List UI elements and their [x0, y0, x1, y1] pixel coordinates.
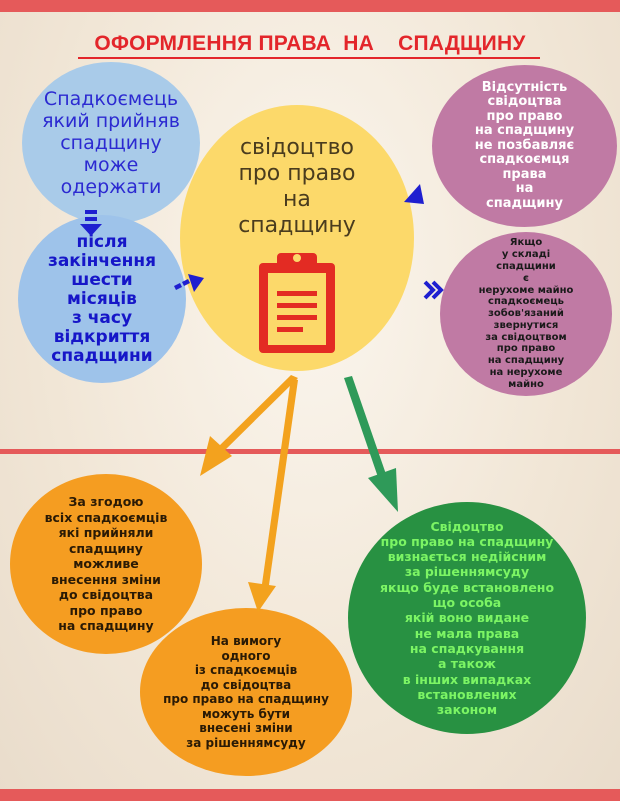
- page-title: ОФОРМЛЕННЯ ПРАВА НА СПАДЩИНУ: [94, 32, 526, 55]
- bottom-red-bar: [0, 789, 620, 801]
- node-demand-text: На вимогу одного із спадкоємців до свідо…: [163, 634, 329, 750]
- node-absence-text: Відсутність свідоцтва про право на спадщ…: [474, 79, 575, 211]
- arrow-to-invalid: [344, 376, 398, 512]
- node-after-six-months: після закінчення шести місяців з часу ві…: [18, 215, 186, 383]
- node-heir-text: Спадкоємець який прийняв спадщину може о…: [42, 88, 180, 198]
- node-absence-of-certificate: Відсутність свідоцтва про право на спадщ…: [432, 65, 617, 227]
- arrow-to-real-estate: [423, 280, 444, 300]
- node-demand-change: На вимогу одного із спадкоємців до свідо…: [140, 608, 352, 776]
- node-certificate: свідоцтво про право на спадщину: [180, 105, 414, 371]
- node-consent-change: За згодою всіх спадкоємців які прийняли …: [10, 474, 202, 654]
- node-heir: Спадкоємець який прийняв спадщину може о…: [22, 62, 200, 224]
- node-consent-text: За згодою всіх спадкоємців які прийняли …: [44, 494, 168, 634]
- node-invalid-text: Свідоцтво про право на спадщину визнаєть…: [379, 518, 555, 718]
- middle-red-divider: [0, 449, 620, 454]
- arrow-to-consent: [200, 375, 298, 476]
- node-after-six-months-text: після закінчення шести місяців з часу ві…: [47, 231, 157, 366]
- clipboard-document-icon: [259, 253, 335, 353]
- title-underline: [78, 57, 540, 59]
- arrow-to-demand: [248, 378, 298, 612]
- node-certificate-text: свідоцтво про право на спадщину: [238, 135, 356, 238]
- node-certificate-invalid: Свідоцтво про право на спадщину визнаєть…: [348, 502, 586, 734]
- node-real-estate-text: Якщо у складі спадщини є нерухоме майно …: [478, 237, 574, 390]
- node-real-estate: Якщо у складі спадщини є нерухоме майно …: [440, 232, 612, 396]
- top-red-bar: [0, 0, 620, 12]
